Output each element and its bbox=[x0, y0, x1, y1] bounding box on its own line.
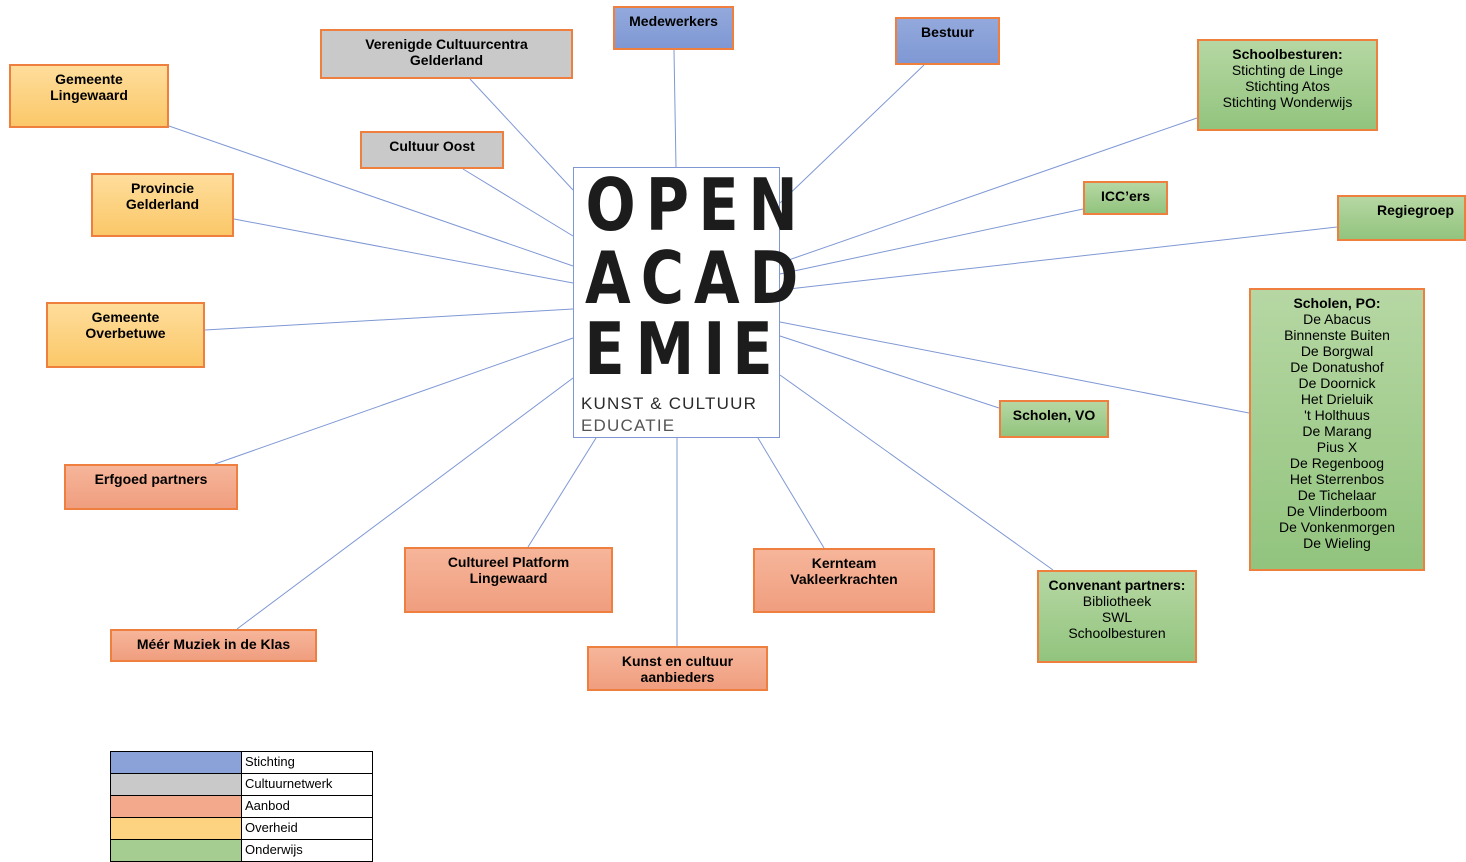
node-title: Bestuur bbox=[921, 24, 974, 40]
node-cultureel-platform: Cultureel Platform Lingewaard bbox=[404, 547, 613, 613]
node-medewerkers: Medewerkers bbox=[613, 6, 734, 50]
legend: Stichting Cultuurnetwerk Aanbod Overheid… bbox=[110, 751, 373, 862]
node-item: Pius X bbox=[1316, 439, 1358, 455]
node-item: De Tichelaar bbox=[1297, 487, 1377, 503]
node-item: Schoolbesturen bbox=[1068, 625, 1166, 641]
node-gemeente-overbetuwe: Gemeente Overbetuwe bbox=[46, 302, 205, 368]
node-title: Medewerkers bbox=[629, 13, 718, 29]
connector-verenigde bbox=[469, 78, 574, 191]
node-scholen-po: Scholen, PO: De Abacus Binnenste Buiten … bbox=[1249, 288, 1425, 571]
node-title: ICC’ers bbox=[1100, 188, 1151, 204]
node-title: Kunst en cultuur aanbieders bbox=[621, 653, 734, 685]
legend-swatch bbox=[110, 795, 242, 818]
node-item: De Wieling bbox=[1303, 535, 1371, 551]
node-iccers: ICC’ers bbox=[1083, 181, 1168, 215]
legend-swatch bbox=[110, 817, 242, 840]
connector-scholen-vo bbox=[779, 335, 1000, 409]
node-title: Gemeente Overbetuwe bbox=[85, 309, 166, 341]
connector-regiegroep bbox=[779, 226, 1338, 291]
legend-swatch bbox=[110, 773, 242, 796]
legend-row: Stichting bbox=[110, 751, 373, 774]
connector-meer-muziek bbox=[236, 377, 574, 630]
connector-bestuur bbox=[779, 64, 925, 204]
node-item: De Marang bbox=[1302, 423, 1372, 439]
node-erfgoed-partners: Erfgoed partners bbox=[64, 464, 238, 510]
node-item: De Borgwal bbox=[1300, 343, 1374, 359]
node-item: De Vonkenmorgen bbox=[1279, 519, 1395, 535]
node-title: Schoolbesturen: bbox=[1232, 46, 1343, 62]
node-item: Binnenste Buiten bbox=[1284, 327, 1390, 343]
legend-label: Stichting bbox=[241, 751, 373, 774]
node-title: Cultureel Platform Lingewaard bbox=[447, 554, 570, 586]
legend-label: Aanbod bbox=[241, 795, 373, 818]
node-cultuur-oost: Cultuur Oost bbox=[360, 131, 504, 169]
legend-swatch bbox=[110, 751, 242, 774]
node-item: SWL bbox=[1101, 609, 1133, 625]
node-item: Het Sterrenbos bbox=[1289, 471, 1385, 487]
node-meer-muziek: Méér Muziek in de Klas bbox=[110, 629, 317, 662]
connector-iccers bbox=[779, 208, 1084, 275]
node-kunst-aanbieders: Kunst en cultuur aanbieders bbox=[587, 646, 768, 691]
node-item: 't Holthuus bbox=[1304, 407, 1370, 423]
node-title: Regiegroep bbox=[1376, 202, 1454, 218]
legend-row: Onderwijs bbox=[110, 839, 373, 862]
node-title: Provincie Gelderland bbox=[125, 180, 200, 212]
legend-row: Overheid bbox=[110, 817, 373, 840]
legend-label: Onderwijs bbox=[241, 839, 373, 862]
node-item: De Abacus bbox=[1303, 311, 1371, 327]
connector-gemeente-lingewaard bbox=[168, 125, 574, 267]
connector-gemeente-overbetuwe bbox=[204, 308, 574, 331]
node-title: Scholen, VO bbox=[1012, 407, 1096, 423]
node-item: Stichting de Linge bbox=[1231, 62, 1344, 78]
node-item: De Regenboog bbox=[1289, 455, 1385, 471]
legend-row: Cultuurnetwerk bbox=[110, 773, 373, 796]
node-gemeente-lingewaard: Gemeente Lingewaard bbox=[9, 64, 169, 128]
legend-label: Cultuurnetwerk bbox=[241, 773, 373, 796]
logo-subtitle-2: EDUCATIE bbox=[581, 416, 676, 435]
node-title: Scholen, PO: bbox=[1293, 295, 1381, 311]
connector-convenant bbox=[779, 374, 1054, 571]
node-provincie-gelderland: Provincie Gelderland bbox=[91, 173, 234, 237]
connector-scholen-po bbox=[779, 321, 1250, 414]
node-title: Cultuur Oost bbox=[389, 138, 475, 154]
node-regiegroep: Regiegroep bbox=[1337, 195, 1466, 241]
node-item: Het Drieluik bbox=[1300, 391, 1374, 407]
connector-cultureel-platform bbox=[527, 437, 597, 548]
connector-medewerkers bbox=[673, 49, 677, 168]
node-item: Bibliotheek bbox=[1082, 593, 1152, 609]
node-schoolbesturen: Schoolbesturen: Stichting de Linge Stich… bbox=[1197, 39, 1378, 131]
node-item: Stichting Wonderwijs bbox=[1222, 94, 1353, 110]
node-verenigde-cultuurcentra: Verenigde Cultuurcentra Gelderland bbox=[320, 29, 573, 79]
node-convenant-partners: Convenant partners: Bibliotheek SWL Scho… bbox=[1037, 570, 1197, 663]
node-scholen-vo: Scholen, VO bbox=[999, 400, 1109, 438]
node-title: Gemeente Lingewaard bbox=[50, 71, 128, 103]
node-kernteam: Kernteam Vakleerkrachten bbox=[753, 548, 935, 613]
node-title: Verenigde Cultuurcentra Gelderland bbox=[365, 36, 528, 68]
connector-provincie-gelderland bbox=[233, 218, 574, 284]
connector-schoolbesturen bbox=[779, 117, 1198, 264]
connector-kernteam bbox=[757, 437, 825, 549]
legend-swatch bbox=[110, 839, 242, 862]
node-item: Stichting Atos bbox=[1245, 78, 1330, 94]
connector-cultuur-oost bbox=[462, 168, 574, 237]
logo-subtitle: KUNST & CULTUUR bbox=[581, 394, 758, 413]
node-item: De Doornick bbox=[1298, 375, 1376, 391]
node-item: De Donatushof bbox=[1290, 359, 1384, 375]
node-title: Erfgoed partners bbox=[94, 471, 208, 487]
node-item: De Vlinderboom bbox=[1286, 503, 1388, 519]
node-title: Convenant partners: bbox=[1048, 577, 1186, 593]
connector-erfgoed bbox=[214, 337, 574, 465]
node-title: Méér Muziek in de Klas bbox=[136, 636, 291, 652]
legend-label: Overheid bbox=[241, 817, 373, 840]
node-title: Kernteam Vakleerkrachten bbox=[790, 555, 898, 587]
node-bestuur: Bestuur bbox=[895, 17, 1000, 65]
legend-row: Aanbod bbox=[110, 795, 373, 818]
